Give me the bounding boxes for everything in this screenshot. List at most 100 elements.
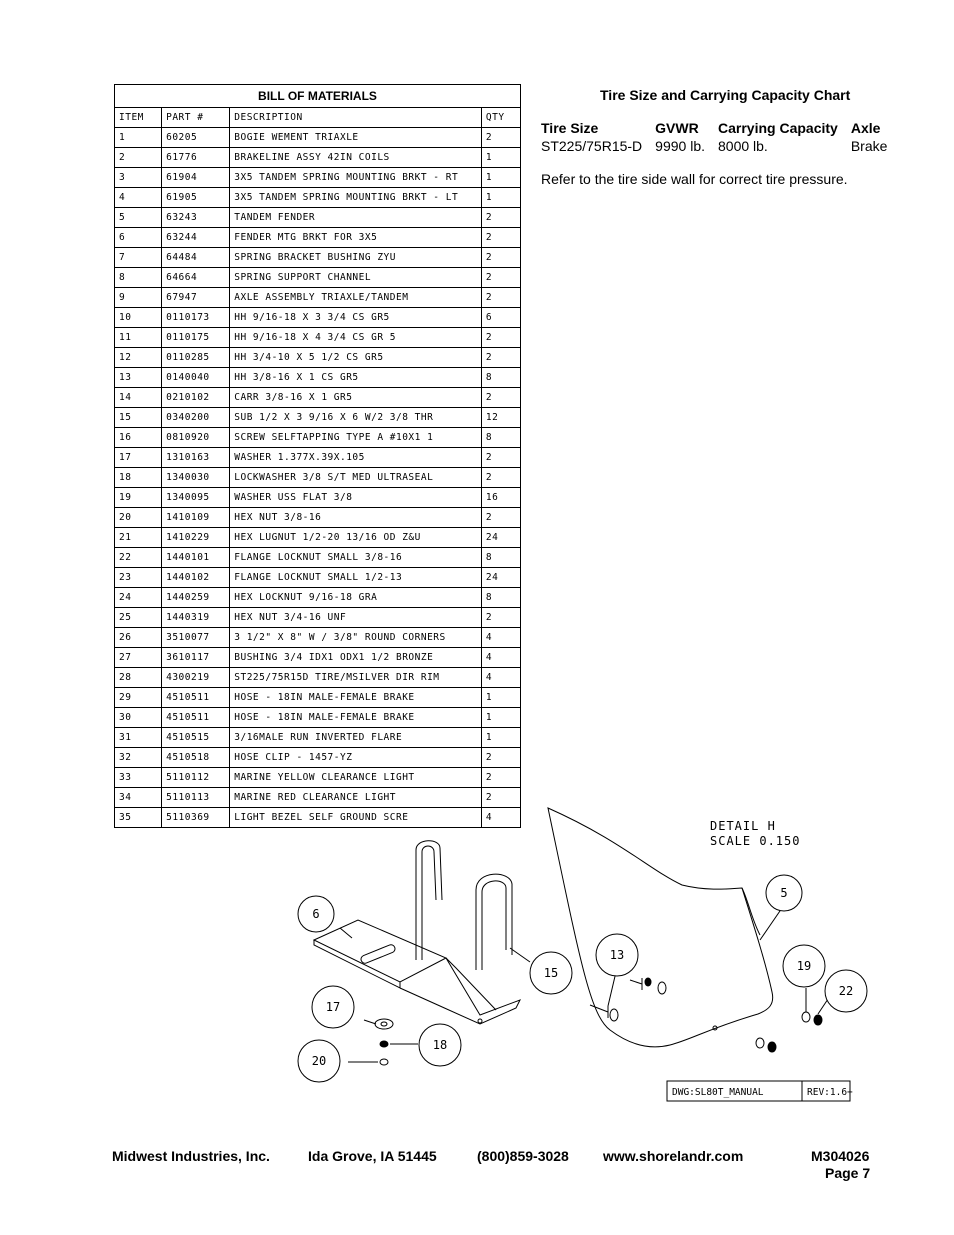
bom-qty: 1: [480, 147, 522, 168]
bom-item: 19: [113, 487, 163, 508]
bom-item: 8: [113, 267, 163, 288]
bom-description: HOSE CLIP - 1457-YZ: [229, 747, 482, 768]
detail-label: DETAIL H: [710, 819, 776, 833]
bom-part-number: 1440259: [161, 587, 231, 608]
bom-qty: 2: [480, 287, 522, 308]
bom-description: ST225/75R15D TIRE/MSILVER DIR RIM: [229, 667, 482, 688]
callout-13: 13: [610, 948, 624, 962]
axle-value: Brake: [850, 137, 888, 154]
bom-item: 24: [113, 587, 163, 608]
bom-qty: 2: [480, 467, 522, 488]
bom-part-number: 61776: [161, 147, 231, 168]
bom-qty: 1: [480, 707, 522, 728]
title-block: [666, 1080, 851, 1102]
bom-item: 1: [113, 127, 163, 148]
bom-qty: 2: [480, 267, 522, 288]
callout-18: 18: [433, 1038, 447, 1052]
bom-qty: 8: [480, 547, 522, 568]
bom-qty: 4: [480, 807, 522, 828]
bom-part-number: 0110173: [161, 307, 231, 328]
bom-qty: 2: [480, 387, 522, 408]
callout-15: 15: [544, 966, 558, 980]
bom-item: 18: [113, 467, 163, 488]
bom-qty: 24: [480, 567, 522, 588]
fender-edge-line: [741, 887, 761, 936]
bom-item: 22: [113, 547, 163, 568]
bom-item: 34: [113, 787, 163, 808]
bom-item: 13: [113, 367, 163, 388]
tire-chart-title: Tire Size and Carrying Capacity Chart: [600, 87, 851, 103]
washer-19-lower: [755, 1037, 765, 1049]
leader-5: [759, 907, 783, 941]
locknut-22-lower: [767, 1041, 777, 1053]
bom-item: 21: [113, 527, 163, 548]
bom-part-number: 4510515: [161, 727, 231, 748]
bom-description: AXLE ASSEMBLY TRIAXLE/TANDEM: [229, 287, 482, 308]
bom-description: LIGHT BEZEL SELF GROUND SCRE: [229, 807, 482, 828]
bom-part-number: 4510511: [161, 707, 231, 728]
bom-qty: 2: [480, 227, 522, 248]
callout-17: 17: [326, 1000, 340, 1014]
bom-part-number: 60205: [161, 127, 231, 148]
footer-website: www.shorelandr.com: [603, 1148, 744, 1164]
leader-17: [363, 1019, 377, 1025]
fender-outline: [547, 807, 774, 1048]
bom-item: 27: [113, 647, 163, 668]
bom-item: 23: [113, 567, 163, 588]
bom-item: 11: [113, 327, 163, 348]
bom-qty: 16: [480, 487, 522, 508]
bom-description: HH 3/8-16 X 1 CS GR5: [229, 367, 482, 388]
bom-part-number: 3510077: [161, 627, 231, 648]
bom-item: 4: [113, 187, 163, 208]
bom-qty: 2: [480, 347, 522, 368]
bom-item: 3: [113, 167, 163, 188]
bom-part-number: 5110112: [161, 767, 231, 788]
gvwr-value: 9990 lb.: [655, 137, 705, 154]
tire-chart-header-row: Tire Size GVWR Carrying Capacity Axle: [541, 119, 887, 137]
callout-6: 6: [312, 907, 319, 921]
bom-item: 7: [113, 247, 163, 268]
gvwr-header: GVWR: [655, 120, 699, 136]
bom-part-number: 63244: [161, 227, 231, 248]
u-bolt-right-inner: [481, 880, 507, 970]
bom-description: BUSHING 3/4 IDX1 ODX1 1/2 BRONZE: [229, 647, 482, 668]
callout-19: 19: [797, 959, 811, 973]
bom-header-description: DESCRIPTION: [229, 107, 482, 128]
bom-item: 28: [113, 667, 163, 688]
bom-description: HEX LOCKNUT 9/16-18 GRA: [229, 587, 482, 608]
bom-description: HOSE - 18IN MALE-FEMALE BRAKE: [229, 707, 482, 728]
bom-part-number: 61904: [161, 167, 231, 188]
bom-part-number: 0110175: [161, 327, 231, 348]
bom-description: SCREW SELFTAPPING TYPE A #10X1 1: [229, 427, 482, 448]
bom-part-number: 0140040: [161, 367, 231, 388]
bom-qty: 12: [480, 407, 522, 428]
bracket-plate: [312, 919, 448, 983]
callout-22: 22: [839, 984, 853, 998]
tire-size-header: Tire Size: [541, 120, 599, 136]
bom-part-number: 0810920: [161, 427, 231, 448]
bom-part-number: 1410109: [161, 507, 231, 528]
washer-19: [801, 1011, 811, 1023]
bom-qty: 4: [480, 647, 522, 668]
bom-item: 5: [113, 207, 163, 228]
bom-item: 12: [113, 347, 163, 368]
bom-item: 2: [113, 147, 163, 168]
bom-description: HH 9/16-18 X 3 3/4 CS GR5: [229, 307, 482, 328]
detail-scale: SCALE 0.150: [710, 834, 800, 848]
bom-qty: 2: [480, 447, 522, 468]
bom-description: HH 9/16-18 X 4 3/4 CS GR 5: [229, 327, 482, 348]
bom-description: 3/16MALE RUN INVERTED FLARE: [229, 727, 482, 748]
